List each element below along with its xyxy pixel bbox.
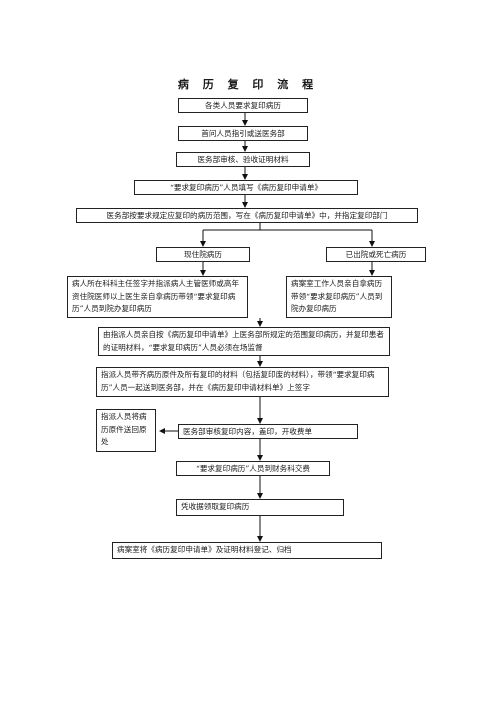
step-review-documents: 医务部审核、验收证明材料 bbox=[176, 152, 310, 167]
step-deliver-to-medical-dept: 指派人员带齐病历原件及所有复印的材料（包括复印废的材料），带领“要求复印病历”人… bbox=[96, 367, 389, 397]
step-define-scope: 医务部按要求规定应复印的病历范围，写在《病历复印申请单》中，并指定复印部门 bbox=[76, 208, 418, 223]
step-fill-application: “要求复印病历”人员填写《病历复印申请单》 bbox=[134, 180, 358, 195]
side-note-return-originals: 指派人员将病历原件送回原处 bbox=[96, 409, 156, 452]
step-collect-copies: 凭收据领取复印病历 bbox=[176, 499, 344, 516]
page-title: 病 历 复 印 流 程 bbox=[177, 78, 319, 91]
detail-inpatient-procedure: 病人所在科科主任签字并指派病人主管医师或高年资住院医师以上医生亲自拿病历带领“要… bbox=[67, 276, 248, 318]
step-request-copy: 各类人员要求复印病历 bbox=[178, 98, 308, 113]
step-copy-supervised: 由指派人员亲自按《病历复印申请单》上医务部所规定的范围复印病历，并复印患者的证明… bbox=[98, 327, 390, 356]
branch-current-inpatient: 现住院病历 bbox=[156, 247, 250, 262]
step-audit-stamp-invoice: 医务部审核复印内容，盖印，开收费单 bbox=[178, 424, 358, 439]
branch-discharged-deceased: 已出院或死亡病历 bbox=[326, 247, 426, 262]
detail-discharged-procedure: 病案室工作人员亲自拿病历带领“要求复印病历”人员到院办复印病历 bbox=[286, 276, 392, 318]
step-first-contact-guide: 首问人员指引或送医务部 bbox=[178, 126, 308, 141]
step-register-archive: 病案室将《病历复印申请单》及证明材料登记、归档 bbox=[112, 542, 382, 559]
step-pay-at-finance: “要求复印病历”人员到财务科交费 bbox=[176, 461, 330, 476]
